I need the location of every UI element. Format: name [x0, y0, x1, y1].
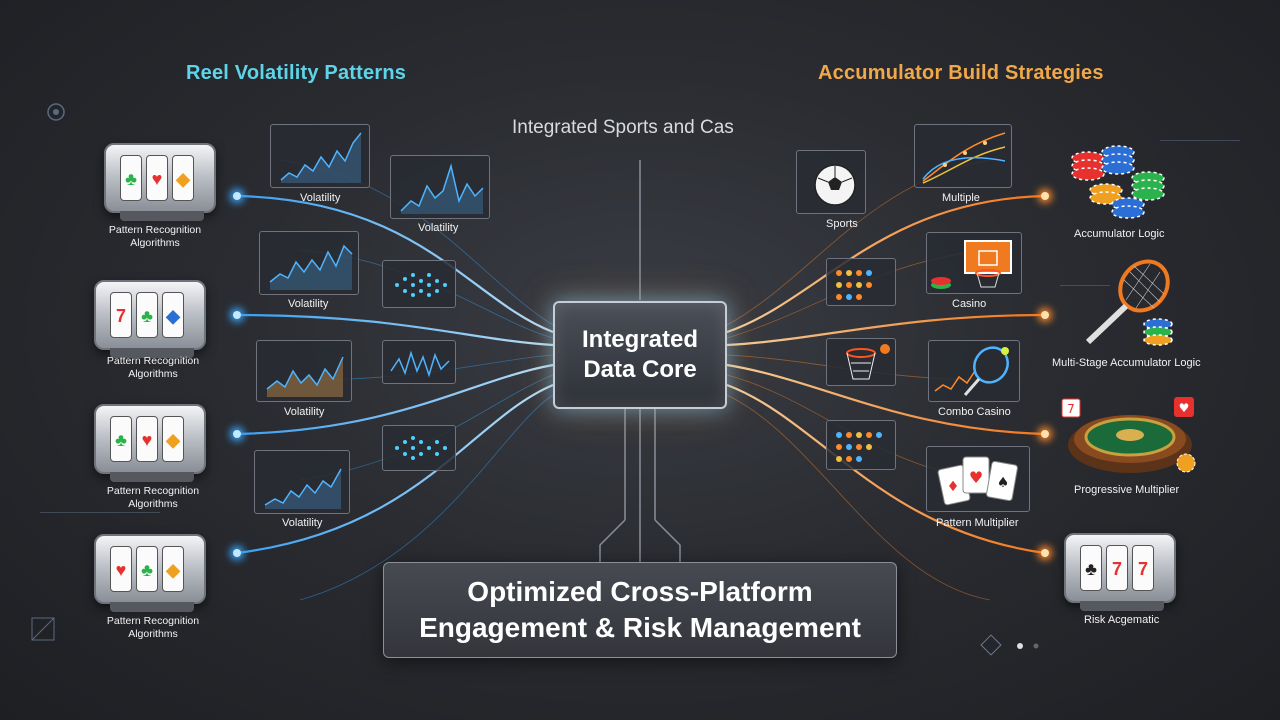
integrated-data-core: Integrated Data Core: [553, 301, 727, 409]
volatility-sparkline: [266, 356, 344, 397]
volatility-chart-panel: [259, 231, 359, 295]
casino-chips-icon: [1071, 145, 1165, 219]
wave-chart-panel: [382, 340, 456, 384]
multiple-chart: [922, 132, 1006, 184]
progressive-multiplier-label: Progressive Multiplier: [1074, 484, 1180, 496]
dot-matrix-graphic: [395, 273, 447, 297]
volatility-label-3: Volatility: [288, 298, 329, 310]
risk-label: Risk Acgematic: [1084, 614, 1160, 626]
roulette-wheel-icon: 7 ♥: [1061, 397, 1196, 473]
left-heading: Reel Volatility Patterns: [186, 62, 407, 84]
connection-node: [233, 430, 241, 438]
connection-node: [233, 192, 241, 200]
volatility-sparkline: [400, 163, 484, 214]
combo-casino-panel: [928, 340, 1020, 402]
dot-matrix-graphic: [395, 436, 447, 460]
tennis-racket-icon: [1085, 259, 1173, 346]
combo-casino-label: Combo Casino: [938, 406, 1011, 418]
connection-node: [233, 311, 241, 319]
volatility-sparkline: [269, 244, 353, 290]
outcome-box: Optimized Cross-Platform Engagement & Ri…: [383, 562, 897, 658]
sports-label: Sports: [826, 218, 858, 230]
svg-text:7: 7: [1067, 402, 1075, 416]
pattern-multiplier-panel: ♥ ♦ ♠: [926, 446, 1030, 512]
right-heading: Accumulator Build Strategies: [818, 62, 1104, 84]
volatility-label-2: Volatility: [418, 222, 459, 234]
slot-machine-icon: ♣♥◆: [94, 404, 206, 482]
corner-bracket-icon: [31, 617, 55, 641]
accumulator-logic-label: Accumulator Logic: [1074, 228, 1165, 240]
dot-matrix-graphic: [836, 432, 882, 462]
volatility-chart-panel: [270, 124, 370, 188]
dot-matrix-panel: [382, 260, 456, 308]
dot-matrix-graphic: [836, 270, 872, 300]
core-title-line2: Data Core: [583, 356, 697, 383]
dot-matrix-panel: [382, 425, 456, 471]
left-machine-label-2: Pattern Recognition Algorithms: [106, 355, 200, 380]
playing-cards-icon: ♥ ♦ ♠: [937, 456, 1018, 506]
decorative-line: [1160, 140, 1240, 141]
pager-dots: [980, 634, 1039, 656]
volatility-sparkline: [264, 468, 342, 509]
decorative-line: [1060, 285, 1110, 286]
slot-machine-icon: ♣♥◆: [104, 143, 216, 221]
basketball-hoop-icon: [931, 240, 1012, 289]
volatility-label-1: Volatility: [300, 192, 341, 204]
sports-panel: [796, 150, 866, 214]
multi-stage-label: Multi-Stage Accumulator Logic: [1052, 357, 1201, 369]
connection-node: [1041, 311, 1049, 319]
chips-grid-panel: [826, 420, 896, 470]
core-title-line1: Integrated: [581, 326, 698, 353]
volatility-sparkline: [280, 132, 362, 183]
multiple-label: Multiple: [942, 192, 980, 204]
svg-text:♠: ♠: [997, 475, 1010, 491]
wave-sparkline: [390, 350, 450, 378]
slot-machine-icon: ♥♣◆: [94, 534, 206, 612]
casino-panel: [926, 232, 1022, 294]
left-machine-label-1: Pattern Recognition Algorithms: [108, 224, 202, 249]
target-icon: [47, 103, 65, 121]
outcome-line1: Optimized Cross-Platform: [467, 576, 813, 607]
basketball-panel: [826, 338, 896, 386]
svg-text:♥: ♥: [1179, 401, 1190, 415]
outcome-line2: Engagement & Risk Management: [419, 612, 861, 643]
subtitle: Integrated Sports and Cas: [512, 117, 734, 138]
soccer-ball-icon: [814, 164, 856, 206]
basketball-hoop-icon: [846, 344, 890, 380]
connection-node: [1041, 549, 1049, 557]
volatility-chart-panel: [256, 340, 352, 402]
slot-machine-icon: 7♣◆: [94, 280, 206, 358]
svg-text:♥: ♥: [969, 468, 983, 487]
multiple-panel: [914, 124, 1012, 188]
connection-node: [1041, 430, 1049, 438]
decorative-line: [40, 512, 160, 513]
volatility-chart-panel: [254, 450, 350, 514]
left-machine-label-4: Pattern Recognition Algorithms: [106, 615, 200, 640]
volatility-chart-panel: [390, 155, 490, 219]
connection-node: [1041, 192, 1049, 200]
volatility-label-4: Volatility: [284, 406, 325, 418]
connection-node: [233, 549, 241, 557]
left-machine-label-3: Pattern Recognition Algorithms: [106, 485, 200, 510]
svg-text:♦: ♦: [947, 479, 960, 495]
chips-grid-panel: [826, 258, 896, 306]
volatility-label-5: Volatility: [282, 517, 323, 529]
pattern-multiplier-label: Pattern Multiplier: [936, 517, 1019, 529]
casino-label: Casino: [952, 298, 987, 310]
tennis-racket-icon: [934, 346, 1009, 396]
